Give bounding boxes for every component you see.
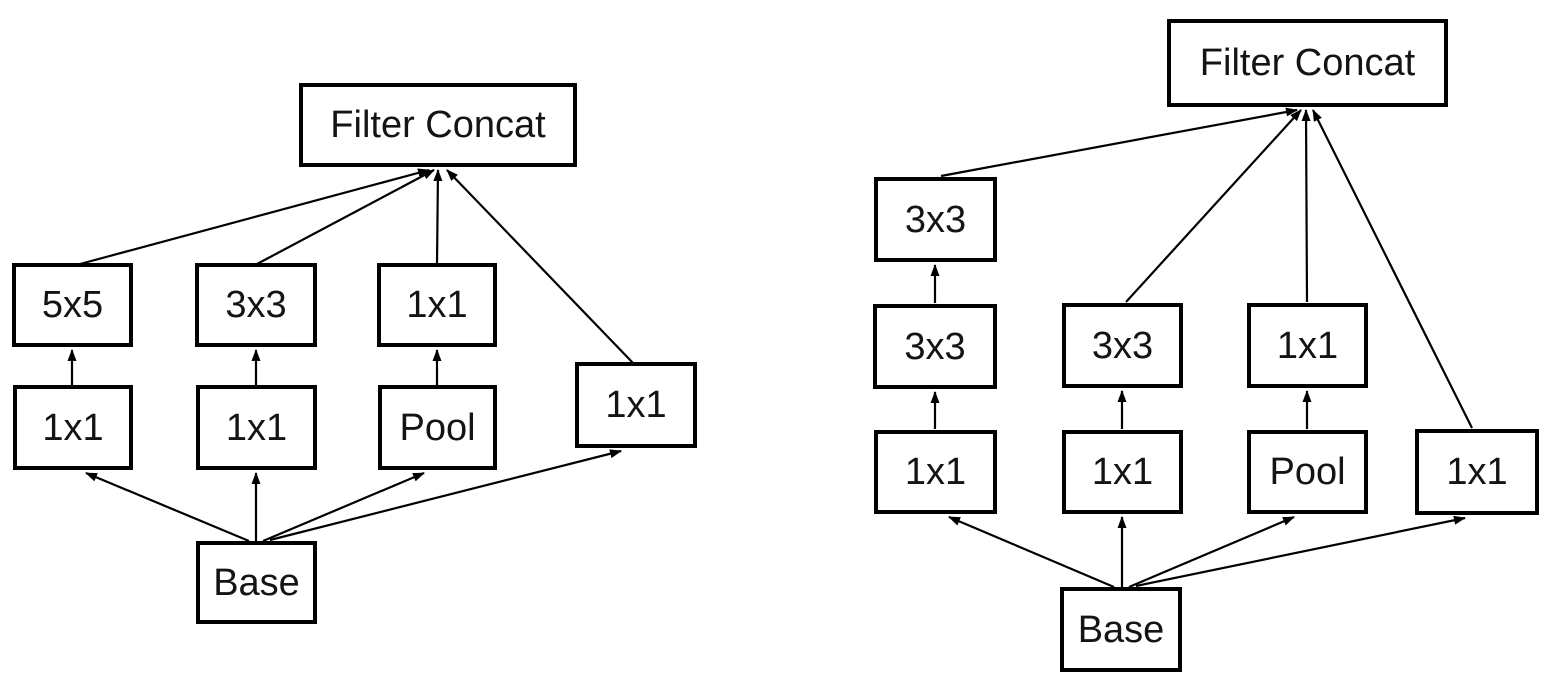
right-branch1-conv-top-3x3-box: 3x3 <box>874 177 997 262</box>
edge-left-3x3-to-filter-concat <box>256 169 435 265</box>
right-branch3-conv-1x1-box: 1x1 <box>1247 303 1368 388</box>
edge-right-base-to-branch1 <box>948 515 1115 589</box>
edge-left-branch4-to-filter-concat <box>446 169 634 364</box>
left-branch1-reduce-1x1-box: 1x1 <box>13 385 133 470</box>
edge-right-branch4-to-filter-concat <box>1312 109 1473 429</box>
right-branch1-reduce-1x1-box: 1x1 <box>874 430 997 514</box>
edge-left-5x5-to-filter-concat <box>79 168 430 266</box>
edge-right-1x1-to-filter-concat <box>1301 109 1311 303</box>
right-base-box: Base <box>1060 587 1182 672</box>
edge-right-3x3top-to-filter-concat <box>940 107 1298 178</box>
left-branch2-conv-3x3-box: 3x3 <box>195 263 317 347</box>
edge-left-base-to-branch4 <box>269 449 622 542</box>
edge-left-base-to-pool <box>262 471 425 543</box>
left-branch1-conv-5x5-box: 5x5 <box>12 263 133 347</box>
right-filter-concat-box: Filter Concat <box>1167 19 1448 107</box>
edge-right-3x3-to-filter-concat <box>1125 109 1302 303</box>
edge-right-base-to-pool <box>1128 515 1295 589</box>
left-branch3-pool-box: Pool <box>378 385 497 470</box>
left-base-box: Base <box>196 541 317 624</box>
right-branch4-conv-1x1-box: 1x1 <box>1415 429 1539 515</box>
left-branch3-conv-1x1-box: 1x1 <box>377 263 497 347</box>
right-branch3-pool-box: Pool <box>1247 430 1368 514</box>
left-filter-concat-box: Filter Concat <box>299 83 577 167</box>
edge-right-base-to-branch4 <box>1135 515 1466 588</box>
edge-left-base-to-branch1 <box>85 471 250 543</box>
right-branch2-conv-3x3-box: 3x3 <box>1062 303 1183 388</box>
left-branch4-conv-1x1-box: 1x1 <box>575 362 697 448</box>
edge-left-1x1-to-filter-concat <box>433 169 443 265</box>
right-branch2-reduce-1x1-box: 1x1 <box>1062 430 1183 514</box>
left-branch2-reduce-1x1-box: 1x1 <box>196 385 317 470</box>
right-branch1-conv-mid-3x3-box: 3x3 <box>873 304 997 389</box>
